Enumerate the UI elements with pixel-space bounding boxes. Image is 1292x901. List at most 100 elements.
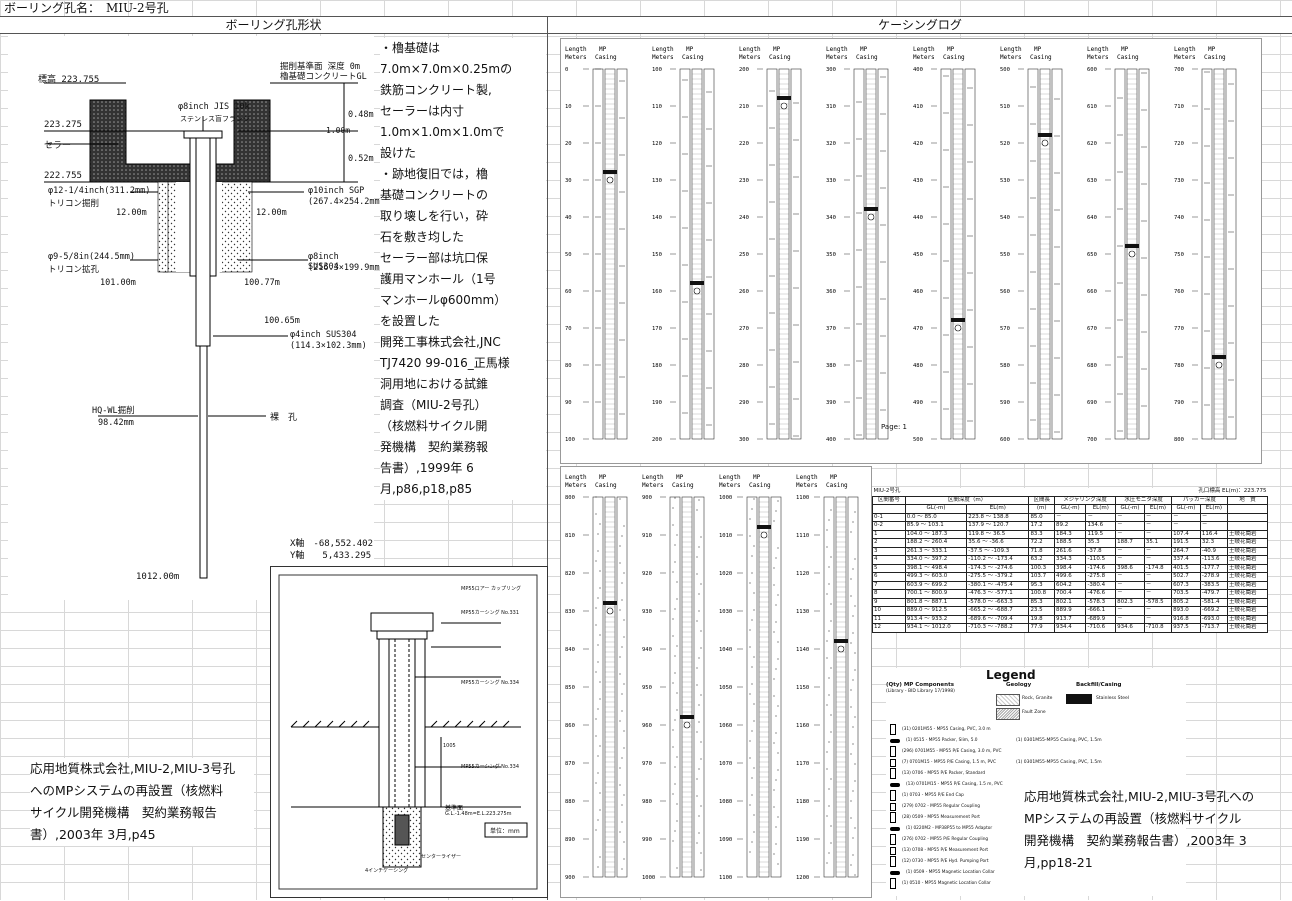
note-line: 鉄筋コンクリート製, <box>380 83 492 97</box>
borehole-wall-right <box>1051 68 1063 440</box>
rock-dot <box>696 684 698 686</box>
rock-dot <box>1058 172 1060 174</box>
rock-dot <box>947 334 949 336</box>
table-cell: － <box>1143 512 1173 522</box>
rock-dot <box>621 413 623 415</box>
legend-item-label: (1) 0510 - MP55 Magnetic Location Collar <box>902 881 991 886</box>
rock-dot <box>599 681 601 683</box>
note-line: 設けた <box>380 146 417 160</box>
note-line: を設置した <box>380 314 441 328</box>
depth-tick-label: 1190 <box>796 837 809 843</box>
table-cell: 334.0 ～ 397.2 <box>904 555 968 565</box>
rock-dot <box>751 508 753 510</box>
rock-dot <box>1208 108 1210 110</box>
rock-dot <box>676 867 678 869</box>
rock-dot <box>1230 83 1232 85</box>
depth-tick-label: 750 <box>1174 252 1184 258</box>
rock-dot <box>1117 393 1119 395</box>
rock-dot <box>852 837 854 839</box>
legend-item: (1) 0220M2 - MP38P55 to MP55 Adaptor <box>886 823 1006 834</box>
depth-tick-label: 110 <box>652 104 662 110</box>
rock-dot <box>828 805 830 807</box>
rock-dot <box>773 695 775 697</box>
rock-dot <box>1117 319 1119 321</box>
rock-dot <box>1143 220 1145 222</box>
table-cell: 土岐花崗岩 <box>1226 614 1269 624</box>
rock-dot <box>1056 135 1058 137</box>
depth-tick-label: 330 <box>826 178 836 184</box>
table-cell: 100.3 <box>1028 563 1055 573</box>
rock-dot <box>599 587 601 589</box>
rock-dot <box>1206 145 1208 147</box>
rock-dot <box>595 105 597 107</box>
table-cell: 土岐花崗岩 <box>1226 606 1269 616</box>
rock-dot <box>860 360 862 362</box>
rock-dot <box>945 260 947 262</box>
rock-dot <box>1141 257 1143 259</box>
table-cell: － <box>1143 580 1173 590</box>
rock-dot <box>597 216 599 218</box>
rock-dot <box>969 161 971 163</box>
hq-size: 98.42mm <box>98 418 134 428</box>
rock-dot <box>710 387 712 389</box>
rock-dot <box>706 276 708 278</box>
legend-col-backfill: Backfill/Casing <box>1076 682 1122 688</box>
table-cell: － <box>1115 589 1145 599</box>
rock-dot <box>882 187 884 189</box>
rock-dot <box>595 513 597 515</box>
table-cell: 土岐花崗岩 <box>1226 563 1269 573</box>
rock-dot <box>943 186 945 188</box>
table-cell: 0.0 ～ 85.0 <box>904 512 968 522</box>
table-cell: 85.9 ～ 103.1 <box>904 521 968 531</box>
tricone-label-2: トリコン掘削 <box>48 199 100 209</box>
rock-dot <box>1206 367 1208 369</box>
rock-dot <box>943 408 945 410</box>
depth-tick-label: 820 <box>565 571 575 577</box>
rock-dot <box>619 154 621 156</box>
rock-dot <box>854 511 856 513</box>
detail-label-3b: MP55カーシング No.334 <box>461 764 520 770</box>
rock-dot <box>858 434 860 436</box>
rock-dot <box>1054 172 1056 174</box>
rock-dot <box>686 338 688 340</box>
depth-tick-label: 560 <box>1000 289 1010 295</box>
rock-dot <box>1230 268 1232 270</box>
depth-tick-label: 120 <box>652 141 662 147</box>
depth-tick-label: 400 <box>913 67 923 73</box>
rock-dot <box>696 573 698 575</box>
rock-dot <box>854 874 856 876</box>
rock-dot <box>852 615 854 617</box>
rock-dot <box>621 868 623 870</box>
rock-dot <box>850 800 852 802</box>
rock-dot <box>1208 293 1210 295</box>
rock-dot <box>773 584 775 586</box>
depth-tick-label: 920 <box>642 571 652 577</box>
note-line: ・櫓基礎は <box>380 41 441 55</box>
table-subheader-cell <box>872 504 906 514</box>
rock-dot <box>1032 271 1034 273</box>
rock-dot <box>880 372 882 374</box>
rock-dot <box>882 224 884 226</box>
port-mark <box>837 645 845 653</box>
rock-dot <box>706 202 708 204</box>
rock-dot <box>1054 394 1056 396</box>
table-cell: 0-2 <box>872 521 906 531</box>
rock-dot <box>1143 294 1145 296</box>
rock-dot <box>686 375 688 377</box>
depth-tick-label: 410 <box>913 104 923 110</box>
packer-mark <box>603 170 617 174</box>
borehole-wall-right <box>616 68 628 440</box>
depth-tick-label: 680 <box>1087 363 1097 369</box>
table-cell: -110.2 ～ -173.4 <box>966 555 1030 565</box>
rock-dot <box>676 598 678 600</box>
rock-dot <box>674 672 676 674</box>
table-cell: -710.8 <box>1143 623 1173 633</box>
depth-tick-label: 50 <box>565 252 572 258</box>
table-cell: 6 <box>872 572 906 582</box>
packer-mark <box>1212 355 1226 359</box>
depth-tick-label: 180 <box>652 363 662 369</box>
rock-dot <box>595 327 597 329</box>
rock-dot <box>619 376 621 378</box>
col-header-casing: Casing <box>1030 54 1052 61</box>
col-header-meters: Meters <box>1000 54 1022 61</box>
